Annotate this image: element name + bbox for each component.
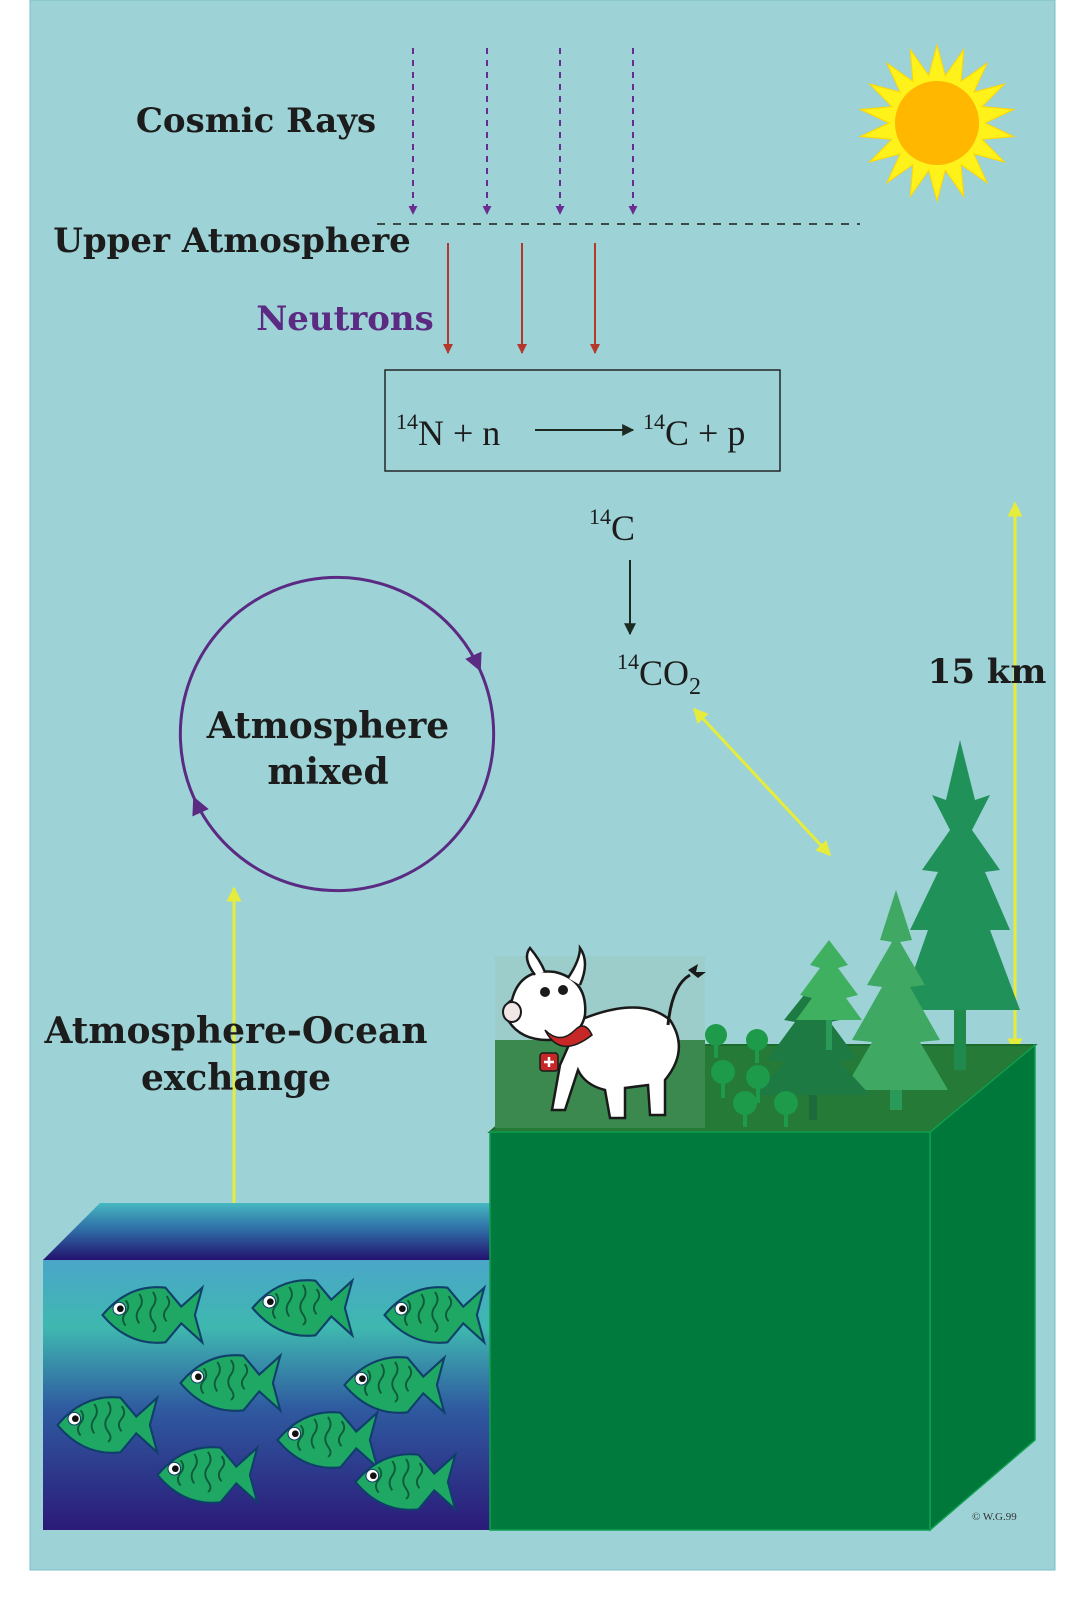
reaction-right: 14C + p (643, 409, 745, 453)
neutron-arrows (443, 243, 600, 354)
atmosphere-mixed-label-line1: Atmosphere (206, 705, 449, 747)
tree-icon (844, 890, 948, 1110)
n-mass-number: 14 (396, 409, 418, 434)
cosmic-ray-arrows (408, 48, 638, 215)
co2-mass-number: 14 (617, 649, 639, 674)
mixing-cycle (178, 575, 496, 893)
co2-subscript: 2 (689, 674, 701, 700)
bush-group (705, 1024, 798, 1127)
forest (705, 740, 1020, 1127)
atmosphere-mixed-label-line2: mixed (267, 751, 388, 793)
tree-icon (755, 985, 870, 1120)
co2-label: 14CO2 (617, 649, 701, 700)
tree-icon (796, 940, 862, 1050)
c-products: C + p (665, 413, 745, 453)
carbon-symbol: C (611, 508, 635, 548)
carbon-14-label: 14C (589, 504, 635, 548)
cosmic-rays-label: Cosmic Rays (136, 101, 376, 141)
co2-symbol: CO (639, 653, 689, 693)
carbon-mass-number: 14 (589, 504, 611, 529)
cow-illustration (495, 944, 706, 1128)
c-mass-number: 14 (643, 409, 665, 434)
sun-icon (858, 43, 1016, 203)
upper-atmosphere-label: Upper Atmosphere (53, 221, 411, 261)
exchange-label-line2: exchange (141, 1057, 331, 1099)
height-label: 15 km (928, 652, 1047, 692)
neutrons-label: Neutrons (256, 299, 434, 339)
photosynthesis-arrow (692, 707, 832, 857)
reaction-left: 14N + n (396, 409, 500, 453)
exchange-label-line1: Atmosphere-Ocean (43, 1010, 427, 1052)
tree-icon (900, 740, 1020, 1070)
reaction-box (384, 369, 781, 472)
n-reactants: N + n (418, 413, 500, 453)
copyright-label: © W.G.99 (972, 1511, 1017, 1523)
